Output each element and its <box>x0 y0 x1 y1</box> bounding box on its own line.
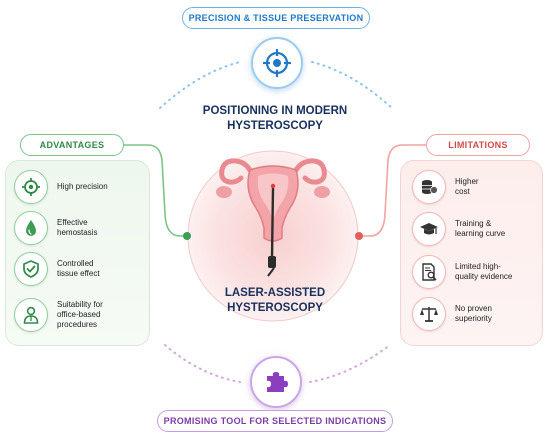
advantage-item-precision: High precision <box>14 170 145 204</box>
coin-stack-icon <box>422 180 438 194</box>
coin-stack-icon-badge <box>412 170 446 204</box>
crosshair-icon <box>22 178 40 196</box>
limitations-connector <box>360 144 426 237</box>
limitation-item-superiority: No proven superiority <box>412 297 535 331</box>
shield-check-icon-badge <box>14 252 48 286</box>
positioning-title-line-2: HYSTEROSCOPY <box>227 120 323 132</box>
document-search-icon <box>422 263 437 281</box>
advantage-label-line: High precision <box>57 182 108 191</box>
doctor-icon-badge <box>14 298 48 332</box>
doctor-icon <box>23 306 39 324</box>
limitation-item-cost: Higher cost <box>412 170 535 204</box>
shield-check-icon <box>23 260 39 278</box>
limitation-label-line: No proven <box>455 304 492 313</box>
advantage-label-line: Effective <box>57 218 88 227</box>
limitation-label-line: learning curve <box>455 229 506 238</box>
puzzle-piece-icon <box>267 372 288 392</box>
advantage-label-line: tissue effect <box>57 269 100 278</box>
advantage-item-tissue-effect: Controlled tissue effect <box>14 252 145 286</box>
scales-icon <box>420 307 438 322</box>
center-title: LASER-ASSISTED HYSTEROSCOPY <box>200 286 350 316</box>
graduation-cap-icon <box>420 223 438 235</box>
scales-icon-badge <box>412 297 446 331</box>
top-right-dotted-arc <box>311 61 393 109</box>
advantages-connector-dot <box>183 232 191 240</box>
droplet-icon-badge <box>14 211 48 245</box>
limitations-connector-dot <box>355 232 363 240</box>
advantage-label-line: hemostasis <box>57 228 98 237</box>
limitation-label-line: cost <box>455 187 470 196</box>
positioning-title: POSITIONING IN MODERN HYSTEROSCOPY <box>175 104 375 134</box>
document-search-icon-badge <box>412 255 446 289</box>
positioning-title-line-1: POSITIONING IN MODERN <box>202 105 348 117</box>
limitation-label-line: quality evidence <box>455 272 513 281</box>
advantage-label: High precision <box>57 182 145 192</box>
advantage-label-line: office-based <box>57 310 101 319</box>
limitation-label: Limited high- quality evidence <box>455 262 535 282</box>
promising-tool-banner: PROMISING TOOL FOR SELECTED INDICATIONS <box>157 410 393 432</box>
limitation-label: No proven superiority <box>455 304 535 324</box>
limitation-label: Higher cost <box>455 177 535 197</box>
precision-banner-label: PRECISION & TISSUE PRESERVATION <box>188 13 364 23</box>
top-left-dotted-arc <box>159 61 241 109</box>
advantage-item-office-based: Suitability for office-based procedures <box>14 298 145 332</box>
limitations-title: LIMITATIONS <box>448 140 508 150</box>
bottom-left-dotted-arc <box>164 344 241 383</box>
droplet-icon <box>26 220 36 236</box>
graduation-cap-icon-badge <box>412 212 446 246</box>
limitation-item-training: Training & learning curve <box>412 212 535 246</box>
advantages-title: ADVANTAGES <box>39 140 105 150</box>
advantage-label: Effective hemostasis <box>57 218 145 238</box>
bottom-right-dotted-arc <box>309 344 391 383</box>
limitation-label-line: Higher <box>455 177 479 186</box>
limitation-label-line: Training & <box>455 219 492 228</box>
advantage-label: Suitability for office-based procedures <box>57 300 145 330</box>
limitation-label-line: superiority <box>455 314 492 323</box>
puzzle-badge <box>250 356 302 408</box>
precision-banner: PRECISION & TISSUE PRESERVATION <box>182 7 370 29</box>
advantage-label-line: procedures <box>57 320 98 329</box>
limitations-header: LIMITATIONS <box>426 134 530 156</box>
target-icon <box>263 49 291 77</box>
target-badge <box>251 37 303 89</box>
advantages-header: ADVANTAGES <box>20 134 124 156</box>
limitation-label-line: Limited high- <box>455 262 501 271</box>
center-title-line-1: LASER-ASSISTED <box>224 287 326 299</box>
advantages-connector <box>124 144 186 237</box>
advantage-label-line: Suitability for <box>57 300 103 309</box>
crosshair-icon-badge <box>14 170 48 204</box>
advantage-item-hemostasis: Effective hemostasis <box>14 211 145 245</box>
limitation-item-evidence: Limited high- quality evidence <box>412 255 535 289</box>
advantage-label: Controlled tissue effect <box>57 259 145 279</box>
advantage-label-line: Controlled <box>57 259 94 268</box>
center-title-line-2: HYSTEROSCOPY <box>227 302 323 314</box>
limitation-label: Training & learning curve <box>455 219 535 239</box>
promising-tool-banner-label: PROMISING TOOL FOR SELECTED INDICATIONS <box>163 416 387 426</box>
uterus-with-hysteroscope-icon <box>216 158 330 277</box>
